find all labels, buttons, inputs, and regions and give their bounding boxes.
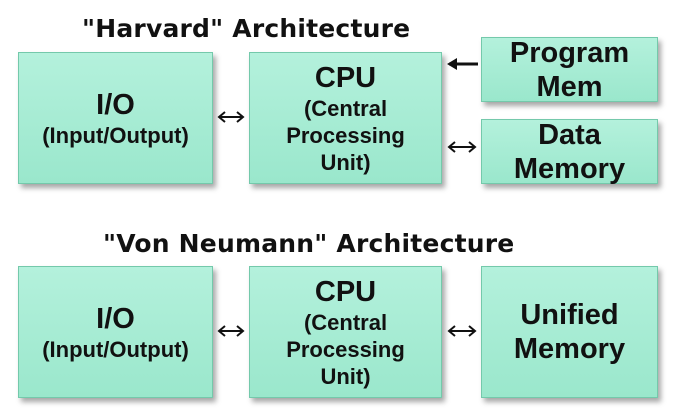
- harvard-cpu-sublabel-1: (Central: [303, 95, 388, 121]
- harvard-io-sublabel: (Input/Output): [42, 122, 189, 148]
- von-neumann-io-box: I/O (Input/Output): [18, 266, 213, 398]
- vn-cpu-memory-bidirectional-arrow: [447, 325, 477, 337]
- cpu-data-mem-bidirectional-arrow: [447, 141, 477, 153]
- harvard-title: "Harvard" Architecture: [82, 14, 411, 43]
- harvard-cpu-sublabel-3: Unit): [320, 149, 371, 175]
- vn-cpu-label: CPU: [314, 275, 377, 308]
- harvard-io-label: I/O: [96, 88, 135, 121]
- unified-mem-label-1: Unified: [520, 299, 619, 331]
- vn-cpu-sublabel-1: (Central: [303, 309, 388, 335]
- program-mem-label-1: Program: [509, 36, 630, 69]
- harvard-cpu-box: CPU (Central Processing Unit): [249, 52, 442, 184]
- program-mem-label-2: Mem: [536, 70, 603, 103]
- harvard-cpu-sublabel-2: Processing: [286, 122, 405, 148]
- vn-cpu-sublabel-2: Processing: [286, 336, 405, 362]
- harvard-program-mem-box: Program Mem: [481, 36, 658, 103]
- vn-io-cpu-bidirectional-arrow: [217, 325, 245, 337]
- io-cpu-bidirectional-arrow: [217, 111, 245, 123]
- program-mem-to-cpu-arrow: [447, 58, 478, 70]
- harvard-cpu-label: CPU: [314, 61, 377, 94]
- harvard-data-mem-box: Data Memory: [481, 118, 658, 185]
- data-mem-label-1: Data: [538, 118, 601, 151]
- von-neumann-title: "Von Neumann" Architecture: [103, 229, 515, 258]
- data-mem-label-2: Memory: [513, 152, 626, 185]
- harvard-io-box: I/O (Input/Output): [18, 52, 213, 184]
- unified-mem-label-2: Memory: [513, 333, 626, 365]
- unified-memory-box: Unified Memory: [481, 266, 658, 398]
- vn-io-sublabel: (Input/Output): [42, 336, 189, 362]
- vn-cpu-sublabel-3: Unit): [320, 363, 371, 389]
- vn-io-label: I/O: [96, 302, 135, 335]
- von-neumann-cpu-box: CPU (Central Processing Unit): [249, 266, 442, 398]
